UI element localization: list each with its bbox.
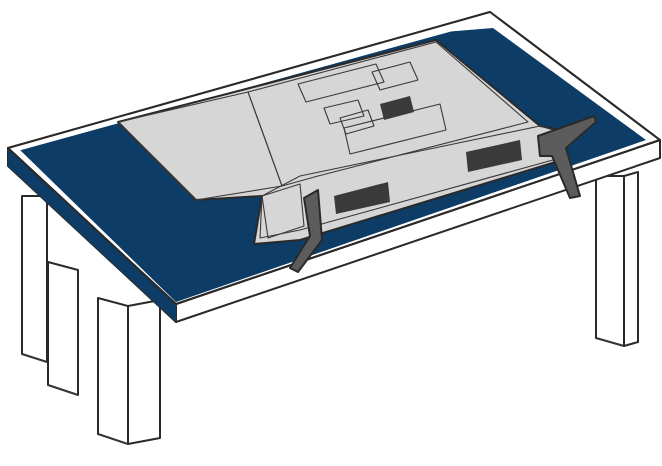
- tv-vent-grille-right: [466, 140, 522, 172]
- tv-back-panel: [117, 39, 563, 245]
- table-leg-back-left: [21, 195, 48, 363]
- tv-stand-foot-right: [537, 115, 597, 199]
- tv-stand-foot-left: [261, 183, 323, 273]
- tv-vent-grille-center: [380, 96, 414, 120]
- table-leg-front-left: [47, 261, 79, 396]
- table-leg-front-center: [97, 297, 161, 445]
- tv-vent-grille-left: [334, 182, 390, 214]
- table-leg-back-right: [595, 171, 639, 347]
